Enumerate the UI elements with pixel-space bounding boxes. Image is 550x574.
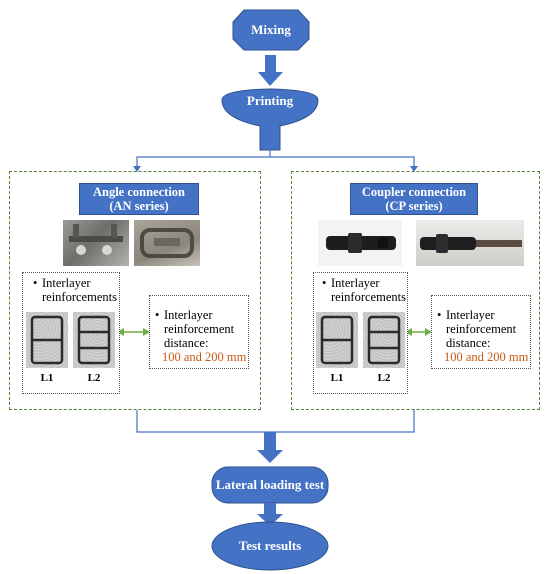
coupler-l2-mesh bbox=[367, 315, 401, 365]
coupler-connection-photo-2 bbox=[416, 220, 524, 266]
double-arrow-right bbox=[405, 328, 432, 336]
mixing-label: Mixing bbox=[251, 22, 291, 37]
arrow-merge-lateral bbox=[257, 432, 283, 463]
coupler-l1-photo bbox=[316, 312, 358, 368]
angle-connection-photo-2 bbox=[134, 220, 200, 266]
test-results-step: Test results bbox=[212, 522, 328, 570]
angle-l2-label: L2 bbox=[87, 372, 101, 384]
coupler-connection-title: Coupler connection (CP series) bbox=[350, 183, 478, 215]
angle-interlayer-line1: Interlayer bbox=[42, 276, 91, 290]
arrow-lateral-results bbox=[257, 503, 283, 526]
coupler-interlayer-line2: reinforcements bbox=[331, 290, 406, 304]
angle-photo-2-art bbox=[140, 228, 194, 258]
coupler-title-line2: (CP series) bbox=[385, 199, 443, 213]
lateral-loading-step: Lateral loading test bbox=[212, 467, 328, 503]
coupler-photo-2-art bbox=[420, 234, 522, 253]
coupler-distance-line3: distance: bbox=[446, 336, 491, 350]
angle-l1-label: L1 bbox=[40, 372, 54, 384]
angle-distance-line3: distance: bbox=[164, 336, 209, 350]
coupler-connection-photo-1 bbox=[318, 220, 402, 266]
coupler-distance-text: Interlayer reinforcement distance: bbox=[437, 308, 517, 350]
arrow-mixing-printing bbox=[258, 55, 283, 86]
angle-l2-photo bbox=[73, 312, 115, 368]
results-ellipse bbox=[211, 521, 329, 571]
angle-photo-1-art bbox=[69, 224, 123, 255]
angle-distance-line2: reinforcement bbox=[164, 322, 235, 336]
angle-l2-mesh bbox=[77, 315, 111, 365]
coupler-l2-photo bbox=[363, 312, 405, 368]
split-arrow-right bbox=[410, 166, 418, 172]
test-results-label: Test results bbox=[238, 538, 302, 553]
coupler-interlayer-line1: Interlayer bbox=[331, 276, 380, 290]
angle-connection-panel bbox=[9, 171, 261, 410]
coupler-photo-1-art bbox=[326, 233, 396, 253]
merge-line bbox=[136, 410, 415, 433]
printing-funnel bbox=[221, 88, 319, 151]
angle-distance-value: 100 and 200 mm bbox=[162, 350, 247, 364]
coupler-distance-line2: reinforcement bbox=[446, 322, 517, 336]
split-line-right bbox=[270, 156, 415, 168]
angle-distance-text: Interlayer reinforcement distance: bbox=[155, 308, 235, 350]
split-arrow-left bbox=[133, 166, 141, 172]
split-line bbox=[136, 150, 271, 168]
angle-title-line1: Angle connection bbox=[92, 185, 185, 199]
double-arrow-left bbox=[117, 328, 150, 336]
printing-label: Printing bbox=[246, 93, 294, 108]
coupler-title-line1: Coupler connection bbox=[361, 185, 467, 199]
angle-l1-mesh bbox=[30, 315, 64, 365]
coupler-distance-value: 100 and 200 mm bbox=[444, 350, 529, 364]
printing-step: Printing bbox=[222, 90, 318, 112]
coupler-connection-panel bbox=[291, 171, 540, 410]
angle-connection-title: Angle connection (AN series) bbox=[79, 183, 199, 215]
angle-distance-line1: Interlayer bbox=[164, 308, 213, 322]
coupler-interlayer-text: Interlayer reinforcements bbox=[322, 276, 406, 304]
angle-title-line2: (AN series) bbox=[109, 199, 169, 213]
mixing-octagon bbox=[232, 9, 310, 51]
coupler-l1-mesh bbox=[320, 315, 354, 365]
coupler-l1-label: L1 bbox=[330, 372, 344, 384]
angle-connection-photo-1 bbox=[63, 220, 129, 266]
coupler-distance-line1: Interlayer bbox=[446, 308, 495, 322]
angle-l1-photo bbox=[26, 312, 68, 368]
coupler-l2-label: L2 bbox=[377, 372, 391, 384]
angle-interlayer-text: Interlayer reinforcements bbox=[33, 276, 117, 304]
mixing-step: Mixing bbox=[233, 10, 309, 50]
angle-interlayer-line2: reinforcements bbox=[42, 290, 117, 304]
lateral-loading-label: Lateral loading test bbox=[215, 477, 325, 492]
